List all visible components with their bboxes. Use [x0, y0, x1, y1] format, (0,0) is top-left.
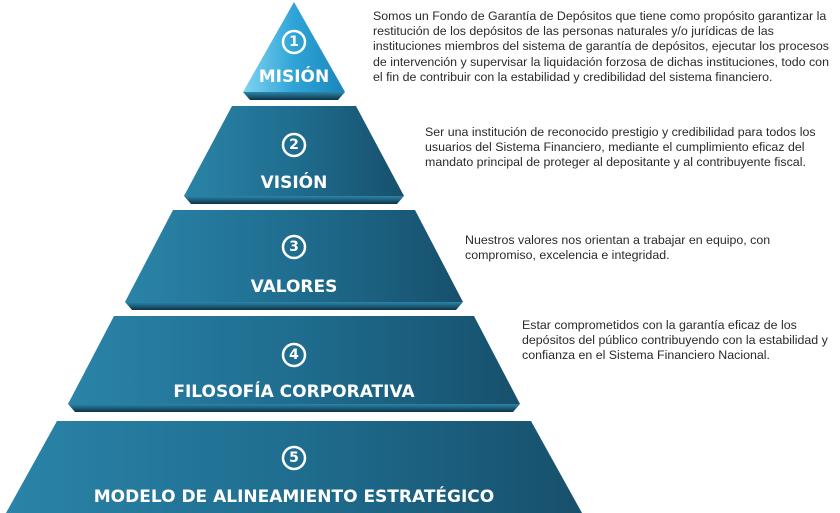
tier-3: 3 VALORES	[125, 210, 463, 310]
tier-4-title: FILOSOFÍA CORPORATIVA	[173, 380, 415, 402]
tier-2-number: 2	[289, 137, 299, 153]
tier-1: 1 MISIÓN	[243, 2, 345, 100]
tier-3-number-circle	[281, 234, 307, 260]
tier-1-description: Somos un Fondo de Garantía de Depósitos …	[373, 9, 829, 84]
tier-4-shelf	[68, 404, 520, 412]
tier-4-description: Estar comprometidos con la garantía efic…	[522, 318, 828, 363]
tier-2-number-circle	[281, 132, 307, 158]
tier-5: 5 MODELO DE ALINEAMIENTO ESTRATÉGICO	[6, 421, 582, 513]
tier-4-number: 4	[289, 347, 299, 363]
tier-2-shelf	[184, 196, 404, 204]
tier-2: 2 VISIÓN	[184, 106, 404, 204]
tier-1-number-circle	[281, 29, 307, 55]
tier-2-title: VISIÓN	[261, 171, 328, 193]
tier-5-number: 5	[289, 450, 299, 466]
tier-4: 4 FILOSOFÍA CORPORATIVA	[68, 316, 520, 412]
tier-5-number-circle	[281, 445, 307, 471]
tier-1-number: 1	[289, 34, 299, 50]
tier-2-shape	[184, 106, 404, 196]
tier-1-shape	[243, 2, 345, 92]
tier-2-description: Ser una institución de reconocido presti…	[425, 125, 816, 170]
tier-1-title: MISIÓN	[259, 65, 330, 87]
tier-3-shelf	[125, 302, 463, 310]
tier-3-shape	[125, 210, 463, 302]
tier-3-title: VALORES	[251, 277, 338, 297]
tier-5-shape	[6, 421, 582, 513]
tier-4-shape	[68, 316, 520, 404]
tier-1-shelf	[243, 92, 345, 100]
tier-5-title: MODELO DE ALINEAMIENTO ESTRATÉGICO	[94, 485, 495, 507]
tier-3-description: Nuestros valores nos orientan a trabajar…	[465, 233, 771, 263]
tier-4-number-circle	[281, 342, 307, 368]
tier-3-number: 3	[289, 239, 299, 255]
